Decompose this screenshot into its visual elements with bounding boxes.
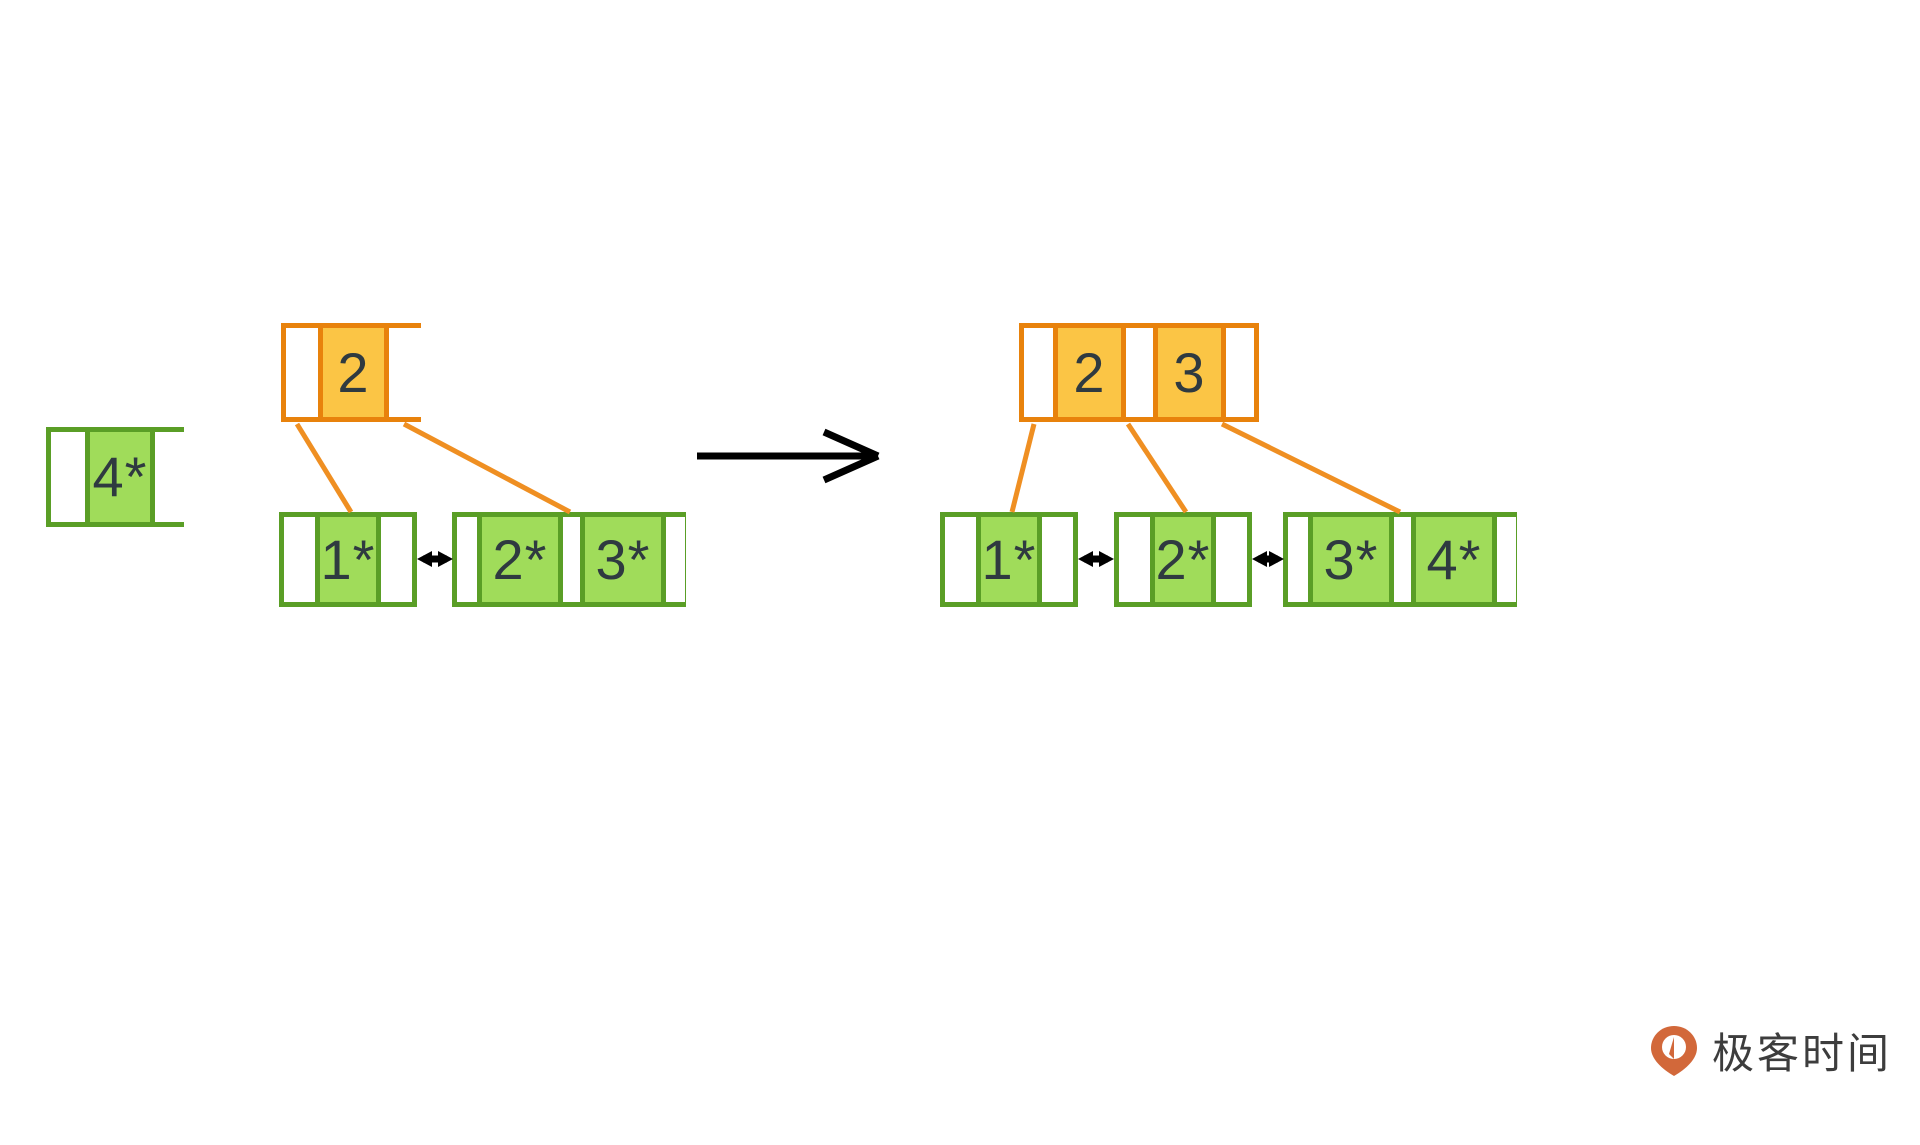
key-cell: 2* [477,517,563,602]
connector-line [294,422,354,514]
pointer-cell [1216,517,1247,602]
pointer-cell [1126,328,1153,417]
connector-line [1125,422,1189,514]
before-leaf-node-2: 2* 3* [452,512,686,607]
key-cell: 3 [1153,328,1226,417]
pointer-cell [563,517,580,602]
transition-arrow-icon [697,428,880,484]
connector-line [1009,423,1037,513]
sibling-link-arrow [1252,551,1284,567]
key-cell: 4* [1411,517,1497,602]
connector-line [1220,421,1402,515]
key-cell: 4* [85,432,155,522]
pointer-cell [945,517,976,602]
sibling-link-arrow [1078,551,1114,567]
pointer-cell [389,328,421,417]
pointer-cell [381,517,412,602]
before-leaf-node-1: 1* [279,512,417,607]
pointer-cell [1042,517,1073,602]
pointer-cell [1119,517,1150,602]
pointer-cell [1497,517,1516,602]
pointer-cell [1394,517,1411,602]
after-leaf-node-2: 2* [1114,512,1252,607]
watermark-text: 极客时间 [1712,1029,1893,1078]
key-cell: 1* [976,517,1042,602]
key-cell: 2 [1053,328,1126,417]
after-root-node: 2 3 [1019,323,1259,422]
pointer-cell [1226,328,1254,417]
sibling-link-arrow [417,551,453,567]
key-cell: 2* [1150,517,1216,602]
pointer-cell [286,328,318,417]
key-cell: 2 [318,328,389,417]
pointer-cell [666,517,685,602]
pointer-cell [457,517,477,602]
pointer-cell [1024,328,1053,417]
key-cell: 3* [580,517,666,602]
before-root-node: 2 [281,323,421,422]
pointer-cell [155,432,189,522]
connector-line [402,421,572,515]
watermark: 极客时间 [1650,1020,1892,1081]
pointer-cell [51,432,85,522]
geektime-logo-icon [1651,1025,1697,1076]
key-cell: 1* [315,517,381,602]
after-leaf-node-3: 3* 4* [1283,512,1517,607]
incoming-record-node: 4* [46,427,189,527]
pointer-cell [1288,517,1308,602]
pointer-cell [284,517,315,602]
after-leaf-node-1: 1* [940,512,1078,607]
key-cell: 3* [1308,517,1394,602]
